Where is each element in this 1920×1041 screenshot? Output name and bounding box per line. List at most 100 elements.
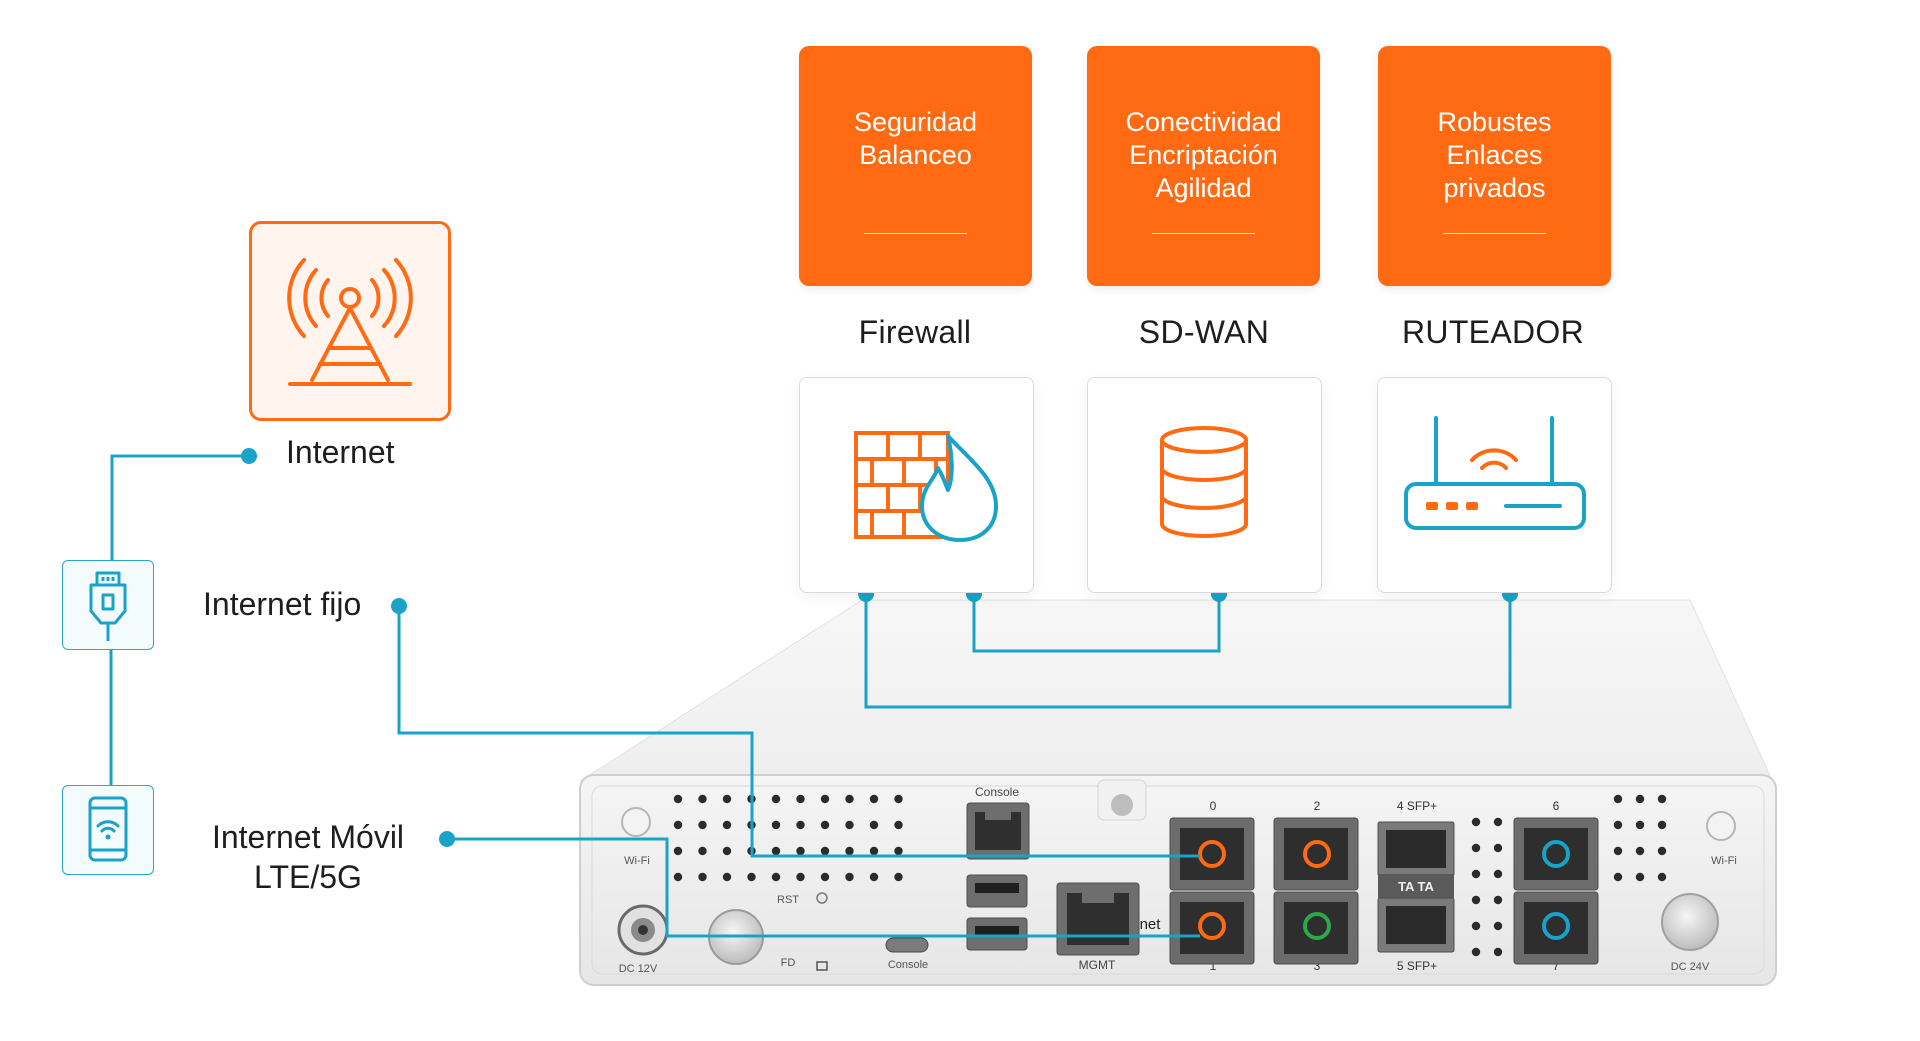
- database-icon: [1160, 426, 1248, 538]
- feature-line: Robustes: [1437, 107, 1552, 137]
- vent-hole: [1657, 820, 1667, 830]
- vent-hole: [1635, 794, 1645, 804]
- vent-hole: [894, 794, 903, 804]
- vent-hole: [771, 820, 781, 830]
- vent-hole: [1493, 817, 1503, 827]
- firewall-card: [799, 377, 1034, 593]
- vent-hole: [1471, 869, 1481, 879]
- vent-hole: [869, 794, 879, 804]
- vent-hole: [673, 846, 683, 856]
- ethernet-port-2: [1273, 817, 1359, 891]
- vent-hole: [1493, 947, 1503, 957]
- svg-text:0: 0: [1210, 799, 1217, 813]
- vent-hole: [1493, 895, 1503, 905]
- vent-hole: [820, 846, 830, 856]
- vent-hole: [1635, 820, 1645, 830]
- wifi-antenna-right: [1706, 811, 1736, 841]
- card-divider: [1443, 233, 1546, 234]
- mobile-tile: [62, 785, 154, 875]
- ethernet-port-1: [1169, 891, 1255, 965]
- mobile-line-1: Internet Móvil: [211, 819, 405, 855]
- wifi-antenna-left: [621, 807, 651, 837]
- vent-hole: [1493, 869, 1503, 879]
- vent-hole: [722, 794, 732, 804]
- vent-hole: [1657, 872, 1667, 882]
- svg-text:1: 1: [1210, 959, 1217, 973]
- card-divider: [1152, 233, 1255, 234]
- ethernet-port-3: [1273, 891, 1359, 965]
- mobile-line-2: LTE/5G: [254, 859, 362, 895]
- vent-hole: [845, 794, 854, 804]
- vent-hole: [698, 872, 707, 882]
- vent-hole: [1493, 843, 1503, 853]
- vent-hole: [869, 846, 879, 856]
- ethernet-tile: [62, 560, 154, 650]
- svg-text:MGMT: MGMT: [1079, 958, 1116, 972]
- vent-hole: [722, 820, 732, 830]
- usb-c-console-port: [885, 937, 929, 953]
- vent-hole: [771, 794, 781, 804]
- svg-text:DC 24V: DC 24V: [1671, 961, 1710, 973]
- svg-text:4 SFP+: 4 SFP+: [1397, 799, 1437, 813]
- vent-hole: [698, 820, 707, 830]
- vent-hole: [820, 794, 830, 804]
- vent-hole: [845, 820, 854, 830]
- svg-text:6: 6: [1553, 799, 1560, 813]
- sdwan-card: [1087, 377, 1322, 593]
- feature-line: Seguridad: [853, 107, 978, 137]
- vent-hole: [1493, 921, 1503, 931]
- smartphone-wifi-icon: [88, 796, 128, 862]
- vent-hole: [1471, 843, 1481, 853]
- svg-text:RST: RST: [777, 894, 799, 906]
- vent-hole: [869, 872, 879, 882]
- vent-hole: [894, 872, 903, 882]
- vent-hole: [1471, 895, 1481, 905]
- feature-line: Encriptación: [1129, 140, 1278, 170]
- svg-text:Wi-Fi: Wi-Fi: [1711, 855, 1737, 867]
- connection-lines: [109, 454, 1512, 938]
- vent-hole: [1635, 872, 1645, 882]
- svg-text:net: net: [1140, 916, 1162, 933]
- vent-hole: [845, 872, 854, 882]
- ethernet-cable-icon: [89, 571, 127, 641]
- vent-hole: [1657, 794, 1667, 804]
- vent-hole: [771, 846, 781, 856]
- vent-hole: [771, 872, 781, 882]
- vent-hole: [869, 820, 879, 830]
- vent-hole: [722, 846, 732, 856]
- vent-hole: [1613, 846, 1623, 856]
- title-sdwan: SD-WAN: [1138, 314, 1270, 350]
- wifi-left-label: Wi-Fi: [624, 855, 650, 867]
- power-button-right: [1661, 893, 1719, 951]
- vent-hole: [673, 872, 683, 882]
- feature-card-router: Robustes Enlaces privados: [1378, 46, 1611, 286]
- ethernet-port-0: [1169, 817, 1255, 891]
- vent-hole: [796, 820, 805, 830]
- vent-hole: [698, 794, 707, 804]
- svg-text:5 SFP+: 5 SFP+: [1397, 959, 1437, 973]
- vent-hole: [1471, 921, 1481, 931]
- vent-hole: [820, 872, 830, 882]
- svg-text:Console: Console: [888, 959, 928, 971]
- vent-holes-left: [673, 794, 903, 882]
- ethernet-port-6: [1513, 817, 1599, 891]
- dc-left-label: DC 12V: [619, 963, 658, 975]
- vent-hole: [1613, 872, 1623, 882]
- antenna-tower-icon: [287, 258, 413, 386]
- vent-hole: [1657, 846, 1667, 856]
- vent-hole: [796, 872, 805, 882]
- vent-hole: [1635, 846, 1645, 856]
- feature-line: privados: [1443, 173, 1546, 203]
- firewall-icon: [854, 431, 998, 542]
- vent-hole: [894, 846, 903, 856]
- feature-line: Enlaces: [1446, 140, 1543, 170]
- svg-text:7: 7: [1553, 959, 1560, 973]
- vent-hole: [1471, 947, 1481, 957]
- vent-hole: [722, 872, 732, 882]
- feature-card-firewall: Seguridad Balanceo: [799, 46, 1032, 286]
- vent-hole: [1471, 817, 1481, 827]
- svg-text:TA TA: TA TA: [1398, 879, 1434, 894]
- card-divider: [864, 233, 967, 234]
- router-card: [1377, 377, 1612, 593]
